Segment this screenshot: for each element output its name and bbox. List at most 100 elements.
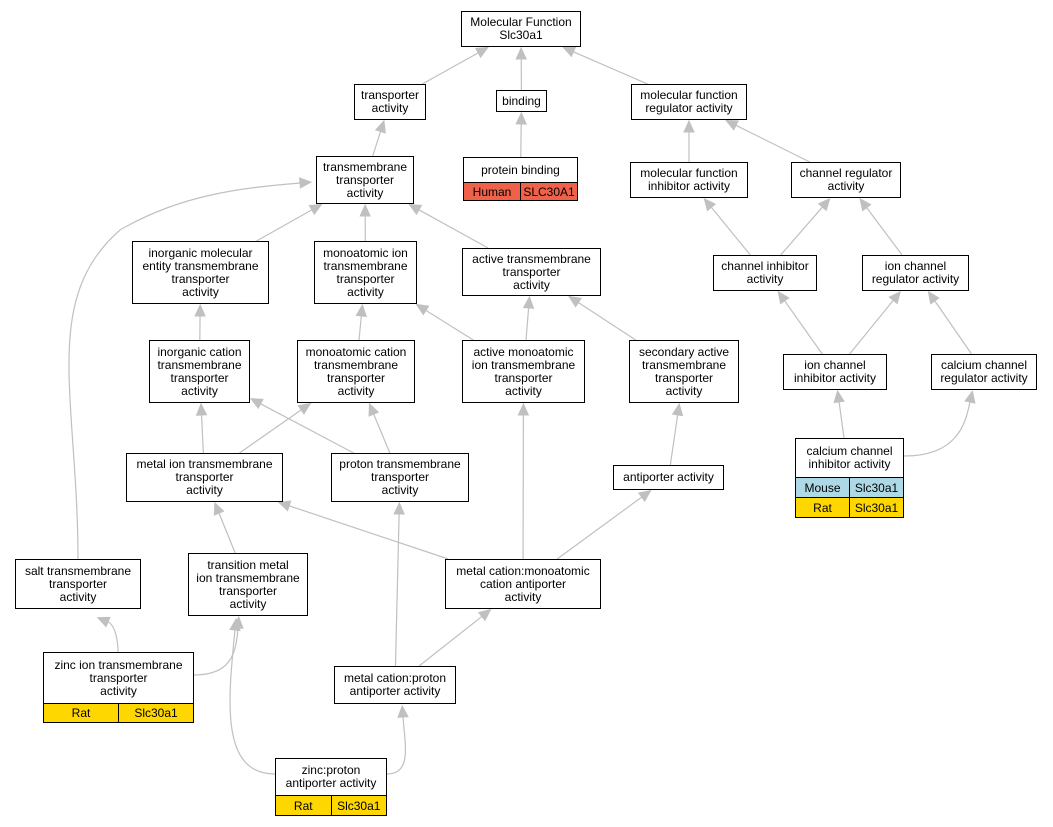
edge-channel-inhibitor-to-mf-inhibitor (710, 206, 751, 256)
term-label-line: transporter (89, 670, 148, 685)
edge-calcium-channel-inhibitor-to-ion-channel-inhibitor (838, 401, 845, 439)
term-label-line: calcium channel (940, 358, 1028, 372)
edge-arrowhead-calcium-channel-inhibitor-to-ion-channel-inhibitor (833, 389, 845, 404)
edge-metal-cation-proton-to-proton-tm (394, 513, 400, 667)
edge-metal-cation-antiporter-to-antiporter (556, 496, 643, 560)
term-label: binding (497, 91, 546, 111)
edge-arrowhead-salt-tm-to-tm-transporter (299, 177, 313, 189)
term-label-line: regulator activity (645, 101, 733, 115)
term-label-line: ion transmembrane (471, 357, 576, 372)
term-label-line: transmembrane (323, 258, 408, 273)
term-node-antiporter[interactable]: antiporter activity (613, 465, 724, 490)
edge-arrowhead-inorganic-cation-to-inorganic-molecular (194, 303, 206, 317)
edge-channel-inhibitor-to-channel-regulator (780, 206, 823, 256)
edge-ion-channel-regulator-to-channel-regulator (866, 207, 903, 256)
term-label-line: activity (229, 596, 267, 611)
edge-transition-metal-to-metal-ion-tm (218, 512, 236, 554)
edge-proton-tm-to-monoatomic-cation (373, 413, 391, 454)
term-label-line: transmembrane (641, 357, 727, 372)
term-label-line: antiporter activity (349, 684, 441, 698)
edge-arrowhead-metal-cation-antiporter-to-antiporter (637, 489, 652, 503)
edge-arrowhead-antiporter-to-secondary-active (671, 402, 684, 417)
term-label-line: secondary active (638, 344, 730, 359)
edge-metal-cation-proton-to-metal-cation-antiporter (418, 615, 483, 667)
edge-tm-transporter-to-transporter-activity (372, 131, 382, 157)
term-label-line: inorganic cation (157, 344, 242, 359)
edge-metal-cation-antiporter-to-metal-ion-tm (288, 505, 449, 560)
term-label-line: transporter (48, 576, 108, 591)
annotation-species: Mouse (804, 480, 841, 495)
annotation-gene: Slc30a1 (849, 478, 903, 497)
edge-arrowhead-metal-ion-tm-to-inorganic-cation (195, 402, 208, 416)
edge-arrowhead-transition-metal-to-metal-ion-tm (213, 501, 225, 516)
edge-arrowhead-mf-regulator-to-molecular-function (562, 46, 577, 58)
term-label-line: monoatomic ion (323, 245, 408, 260)
term-label-line: transporter (175, 470, 234, 484)
edge-ion-channel-inhibitor-to-ion-channel-regulator (849, 299, 894, 355)
term-label-line: molecular function (640, 166, 738, 180)
term-label-line: transporter (370, 470, 430, 484)
term-label-line: Molecular Function (470, 15, 572, 29)
edge-arrowhead-monoatomic-ion-to-tm-transporter (359, 203, 371, 217)
edge-active-tm-to-tm-transporter (418, 209, 489, 249)
term-label-line: inhibitor activity (793, 371, 877, 385)
edge-inorganic-molecular-to-tm-transporter (256, 209, 313, 242)
term-label-line: proton transmembrane (339, 457, 461, 471)
term-label-line: binding (502, 93, 541, 108)
edge-arrowhead-active-monoatomic-to-monoatomic-ion (415, 303, 430, 316)
term-label-line: cation antiporter (479, 576, 567, 591)
term-label-line: activity (504, 589, 542, 604)
term-label-line: entity transmembrane (142, 258, 259, 273)
edge-proton-tm-to-inorganic-cation (260, 403, 354, 454)
edge-arrowhead-metal-cation-antiporter-to-metal-ion-tm (277, 500, 292, 512)
term-label-line: inhibitor activity (808, 457, 891, 471)
edge-arrowhead-monoatomic-cation-to-monoatomic-ion (355, 303, 368, 317)
edge-antiporter-to-secondary-active (669, 414, 679, 466)
term-label-line: channel regulator (799, 166, 893, 180)
annotation-species: Rat (813, 500, 832, 515)
edge-arrowhead-calcium-channel-regulator-to-ion-channel-regulator (927, 290, 940, 305)
term-label-line: regulator activity (871, 272, 960, 286)
edge-arrowhead-active-tm-to-tm-transporter (408, 203, 423, 216)
term-label-line: transporter (336, 271, 395, 286)
term-node-binding[interactable]: binding (496, 90, 547, 112)
term-label-line: transporter (360, 88, 420, 102)
